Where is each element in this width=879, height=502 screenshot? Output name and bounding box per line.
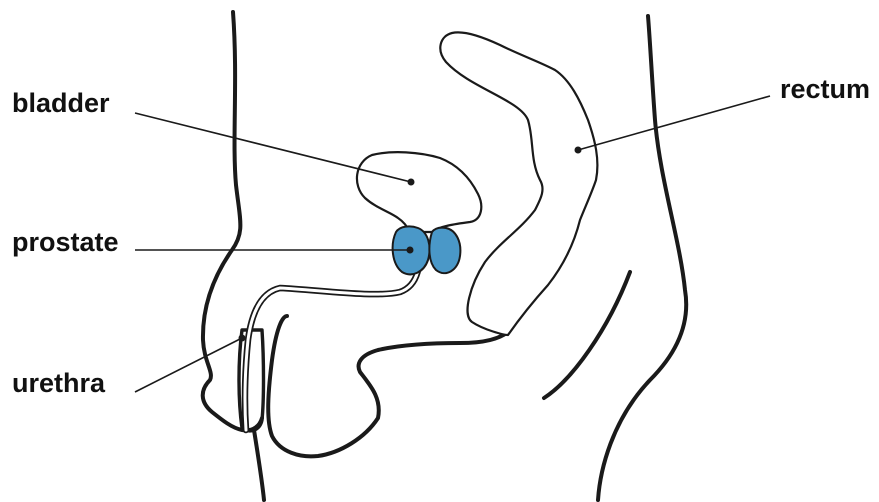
leg-line-right [598, 16, 686, 500]
leg-line-left [254, 430, 264, 500]
urethra-leader-dot [239, 335, 246, 342]
thigh-outline [268, 316, 510, 456]
bladder-leader-line [135, 113, 411, 182]
label-bladder: bladder [12, 88, 110, 118]
prostate-leader-dot [407, 247, 414, 254]
label-rectum: rectum [780, 74, 870, 104]
label-urethra: urethra [12, 368, 106, 398]
prostate-right-lobe [429, 228, 460, 274]
rectum-leader-dot [575, 147, 582, 154]
urethra-leader-line [135, 338, 242, 392]
bladder-shape [357, 152, 481, 232]
urethra-tube [245, 245, 420, 430]
bladder-leader-dot [408, 179, 415, 186]
label-prostate: prostate [12, 227, 119, 257]
buttock-line [544, 272, 630, 398]
rectum-leader-line [578, 96, 770, 150]
front-body-outline [203, 12, 262, 430]
